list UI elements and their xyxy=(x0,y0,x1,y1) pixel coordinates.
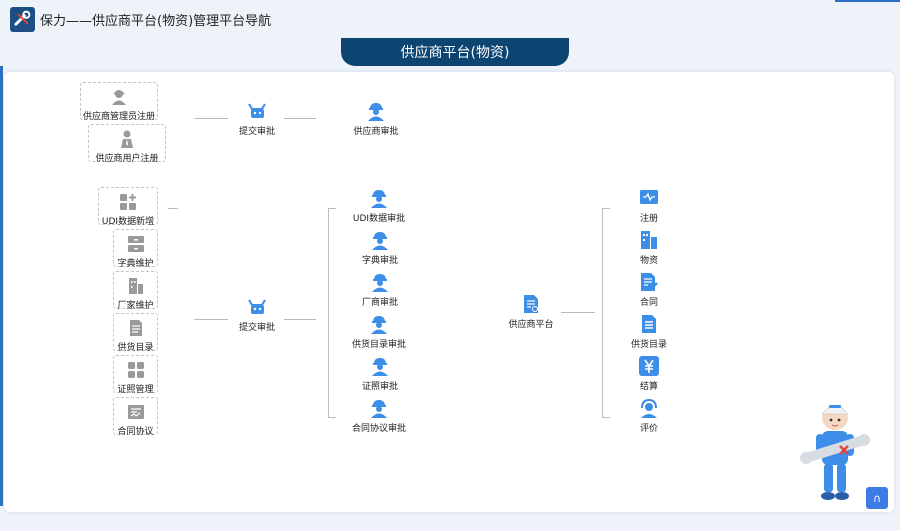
node-label: 供应商审批 xyxy=(353,127,399,137)
node-evaluation[interactable]: 评价 xyxy=(627,397,671,434)
node-label: 字典维护 xyxy=(117,259,154,269)
apps-grid-icon xyxy=(125,360,147,380)
contract-icon xyxy=(125,402,147,422)
node-supplier-user-register[interactable]: 供应商用户注册 xyxy=(88,124,166,164)
node-label: 提交审批 xyxy=(238,323,275,333)
node-supplier-platform[interactable]: 供应商平台 xyxy=(502,293,560,330)
grid-plus-icon xyxy=(117,192,139,212)
node-supply-catalog[interactable]: 供货目录 xyxy=(113,313,158,353)
node-label: 证照管理 xyxy=(117,385,154,395)
user-admin-icon xyxy=(108,87,130,107)
worker-helmet-icon xyxy=(368,313,390,335)
user-tie-icon xyxy=(116,129,138,149)
mascot-illustration xyxy=(800,400,870,505)
navigation-panel xyxy=(4,72,894,512)
node-label: 字典审批 xyxy=(361,256,398,266)
node-supplier-approval[interactable]: 供应商审批 xyxy=(346,100,406,137)
node-material[interactable]: 物资 xyxy=(627,229,671,266)
node-settlement[interactable]: 结算 xyxy=(627,355,671,392)
scroll-top-button[interactable]: ∩ xyxy=(866,487,888,509)
node-contract-agreement[interactable]: 合同协议 xyxy=(113,397,158,437)
node-label: 供货目录 xyxy=(117,343,154,353)
node-label: UDI数据新增 xyxy=(101,217,155,227)
platform-doc-icon xyxy=(520,293,542,315)
node-label: 供货目录 xyxy=(630,340,667,350)
node-output-catalog[interactable]: 供货目录 xyxy=(625,313,673,350)
worker-helmet-icon xyxy=(369,355,391,377)
document-icon xyxy=(125,318,147,338)
node-contract[interactable]: 合同 xyxy=(627,271,671,308)
worker-helmet-icon xyxy=(369,271,391,293)
wrench-icon xyxy=(14,10,31,26)
node-label: 厂家维护 xyxy=(117,301,154,311)
node-manufacturer-maintain[interactable]: 厂家维护 xyxy=(113,271,158,311)
node-label: 供应商管理员注册 xyxy=(82,112,155,122)
worker-helmet-icon xyxy=(369,229,391,251)
connector-line xyxy=(194,319,228,320)
node-label: 评价 xyxy=(639,424,658,434)
connector-line xyxy=(284,118,316,119)
node-label: 合同协议审批 xyxy=(351,424,406,434)
node-contract-approval[interactable]: 合同协议审批 xyxy=(346,397,412,434)
connector-line xyxy=(168,208,178,209)
node-license-manage[interactable]: 证照管理 xyxy=(113,355,158,395)
yen-icon xyxy=(638,355,660,377)
node-bottom-submit[interactable]: 提交审批 xyxy=(230,296,284,333)
building-icon xyxy=(638,229,660,251)
worker-helmet-icon xyxy=(368,187,390,209)
node-label: 合同协议 xyxy=(117,427,154,437)
node-label: 提交审批 xyxy=(238,127,275,137)
submit-cow-icon xyxy=(246,100,268,122)
node-label: 结算 xyxy=(639,382,658,392)
tab-supplier-platform[interactable]: 供应商平台(物资) xyxy=(341,38,569,66)
app-logo[interactable] xyxy=(10,7,35,32)
node-label: UDI数据审批 xyxy=(352,214,406,224)
node-label: 注册 xyxy=(639,214,658,224)
node-udi-approval[interactable]: UDI数据审批 xyxy=(346,187,412,224)
worker-helmet-icon xyxy=(368,397,390,419)
doc-edit-icon xyxy=(638,271,660,293)
header: 保力——供应商平台(物资)管理平台导航 xyxy=(0,0,900,36)
left-accent-strip xyxy=(0,66,3,506)
node-label: 供货目录审批 xyxy=(351,340,406,350)
connector-line xyxy=(561,312,595,313)
node-label: 证照审批 xyxy=(361,382,398,392)
approval-bracket xyxy=(328,208,336,418)
node-label: 合同 xyxy=(639,298,658,308)
node-label: 供应商用户注册 xyxy=(95,154,159,164)
node-label: 厂商审批 xyxy=(361,298,398,308)
submit-cow-icon xyxy=(246,296,268,318)
node-manufacturer-approval[interactable]: 厂商审批 xyxy=(350,271,410,308)
node-udi-data-add[interactable]: UDI数据新增 xyxy=(98,187,158,227)
factory-icon xyxy=(125,276,147,296)
node-dictionary-approval[interactable]: 字典审批 xyxy=(350,229,410,266)
app-title: 保力——供应商平台(物资)管理平台导航 xyxy=(40,14,272,29)
node-top-submit[interactable]: 提交审批 xyxy=(230,100,284,137)
node-supplier-admin-register[interactable]: 供应商管理员注册 xyxy=(80,82,158,122)
node-register[interactable]: 注册 xyxy=(627,187,671,224)
top-accent-line xyxy=(835,0,900,2)
node-label: 供应商平台 xyxy=(508,320,554,330)
output-bracket xyxy=(602,208,610,418)
node-catalog-approval[interactable]: 供货目录审批 xyxy=(346,313,412,350)
node-license-approval[interactable]: 证照审批 xyxy=(350,355,410,392)
monitor-icon xyxy=(638,187,660,209)
node-label: 物资 xyxy=(639,256,658,266)
cabinet-icon xyxy=(125,234,147,254)
connector-line xyxy=(194,118,228,119)
node-dictionary-maintain[interactable]: 字典维护 xyxy=(113,229,158,269)
list-doc-icon xyxy=(638,313,660,335)
connector-line xyxy=(284,319,316,320)
worker-helmet-icon xyxy=(365,100,387,122)
headset-icon xyxy=(638,397,660,419)
